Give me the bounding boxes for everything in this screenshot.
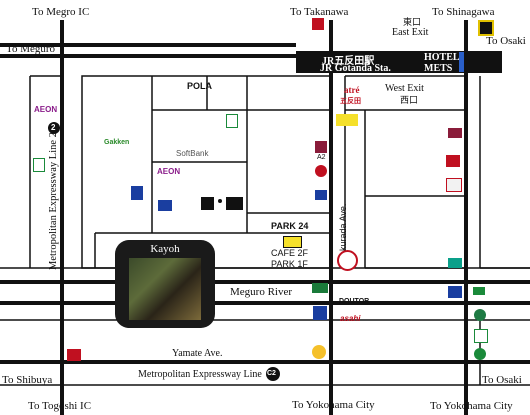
label-cafe: CAFE 2F [271, 248, 309, 258]
label-yamate-ave: Yamate Ave. [172, 348, 223, 359]
blue-shop-icon [131, 186, 143, 200]
park24-logo-icon [283, 236, 302, 248]
kfc-icon [312, 18, 324, 30]
label-west-exit: West Exit [385, 83, 424, 94]
green-bar-icon [312, 283, 328, 293]
hotel-accent-bar [459, 52, 464, 72]
label-to-togoshi-ic: To Togoshi IC [28, 400, 92, 412]
label-pola: POLA [187, 81, 213, 91]
kayoh-title: Kayoh [150, 243, 180, 255]
blue-icon-a2 [315, 190, 327, 200]
label-line2-badge: 2 [51, 123, 56, 132]
c2-badge [266, 367, 280, 381]
label-a2: A2 [317, 154, 326, 161]
label-park24: PARK 24 [271, 221, 309, 231]
label-to-shibuya: To Shibuya [2, 374, 53, 386]
label-to-takanawa: To Takanawa [290, 6, 349, 18]
label-to-shinagawa: To Shinagawa [432, 6, 495, 18]
station-name-jp: JR五反田駅 [322, 56, 375, 67]
label-to-osaki-top: To Osaki [486, 35, 526, 47]
kayoh-photo [129, 258, 201, 320]
label-west-exit-jp: 西口 [400, 95, 419, 105]
kayoh-bldg-icon [201, 197, 214, 210]
seven-eleven-icon-right [474, 329, 488, 343]
label-east-exit-jp: 東口 [403, 17, 422, 27]
seven-eleven-icon-center [226, 114, 238, 128]
major-roads [0, 20, 530, 415]
label-east-exit: East Exit [392, 27, 429, 38]
station-name-en: JR Gotanda Sta. [320, 63, 391, 74]
circle-k-icon [337, 250, 358, 271]
matsukiyo-icon [336, 114, 358, 126]
mets-label: METS [424, 63, 453, 74]
line2-badge [48, 122, 60, 134]
shield-icon [313, 306, 327, 320]
minor-roads [0, 75, 530, 386]
green-round-icon [474, 348, 486, 360]
blue-shop-icon-3 [448, 286, 462, 298]
starbucks-icon [474, 309, 486, 321]
seven-eleven-icon-left [33, 158, 45, 172]
label-c2-badge: C2 [267, 370, 276, 377]
a2-shop-icon [315, 141, 327, 153]
checker-icon [478, 20, 494, 36]
atre-sub: 五反田 [340, 98, 361, 105]
maroon-shop-icon [448, 128, 462, 138]
label-metro-expressway: Metropolitan Expressway Line [138, 369, 262, 380]
label-to-yokohama-city-1: To Yokohama City [292, 399, 375, 411]
jr-gotanda-station: JR五反田駅 JR Gotanda Sta. HOTEL METS [296, 51, 502, 74]
label-metro-expressway-line2: Metropolitan Expressway Line 2 [48, 132, 59, 270]
blue-shop-icon-2 [158, 200, 172, 211]
label-to-osaki-bottom: To Osaki [482, 374, 522, 386]
post-office-icon [67, 349, 81, 361]
red-circle-icon [315, 165, 327, 177]
aeon-logo-left: AEON [34, 105, 58, 114]
teal-bar-icon [448, 258, 462, 268]
label-to-yokohama-city-2: To Yokohama City [430, 400, 513, 412]
konami-icon [446, 155, 460, 167]
asahi-logo: asahi [340, 314, 361, 323]
mister-donut-icon [312, 345, 326, 359]
shop-dark-icon [226, 197, 243, 210]
label-to-megro-ic: To Megro IC [32, 6, 90, 18]
label-softbank: SoftBank [176, 149, 209, 158]
aeon-logo-center: AEON [157, 167, 181, 176]
gakken-logo: Gakken [104, 139, 130, 146]
hotel-label: HOTEL [424, 52, 460, 63]
atre-logo: atré [344, 85, 360, 95]
daimaru-icon [446, 178, 462, 192]
label-meguro-river: Meguro River [230, 286, 293, 298]
label-to-meguro: To Meguro [6, 43, 56, 55]
green-shop-icon [473, 287, 485, 295]
kayoh-callout: Kayoh [115, 240, 215, 328]
doutor-logo: DOUTOR [339, 298, 370, 305]
label-park1f: PARK 1F [271, 259, 308, 269]
